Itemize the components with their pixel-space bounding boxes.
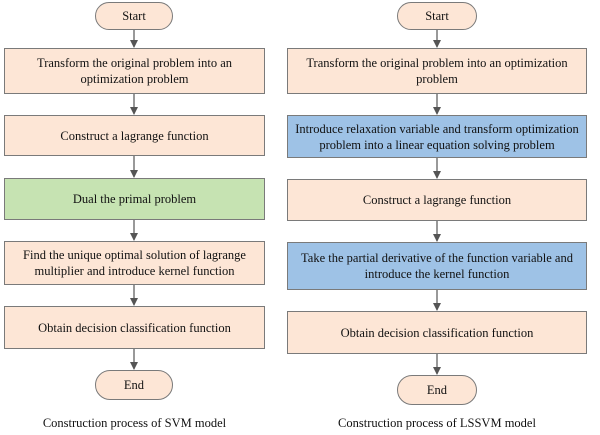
svm-step-1: Transform the original problem into an o…: [4, 48, 265, 94]
svm-end-node: End: [95, 370, 173, 400]
lssvm-caption: Construction process of LSSVM model: [338, 416, 536, 430]
svm-step-3: Dual the primal problem: [4, 178, 265, 220]
svm-caption: Construction process of SVM model: [42, 416, 227, 430]
svm-step-5: Obtain decision classification function: [4, 306, 265, 349]
svm-step-4: Find the unique optimal solution of lagr…: [4, 241, 265, 285]
lssvm-step-3: Construct a lagrange function: [287, 179, 587, 221]
lssvm-start-node: Start: [397, 2, 477, 30]
lssvm-step-4: Take the partial derivative of the funct…: [287, 242, 587, 290]
svm-step-2: Construct a lagrange function: [4, 115, 265, 156]
lssvm-step-1: Transform the original problem into an o…: [287, 48, 587, 94]
lssvm-step-2: Introduce relaxation variable and transf…: [287, 115, 587, 158]
lssvm-end-node: End: [397, 375, 477, 405]
lssvm-step-5: Obtain decision classification function: [287, 311, 587, 354]
svm-start-node: Start: [95, 2, 173, 30]
